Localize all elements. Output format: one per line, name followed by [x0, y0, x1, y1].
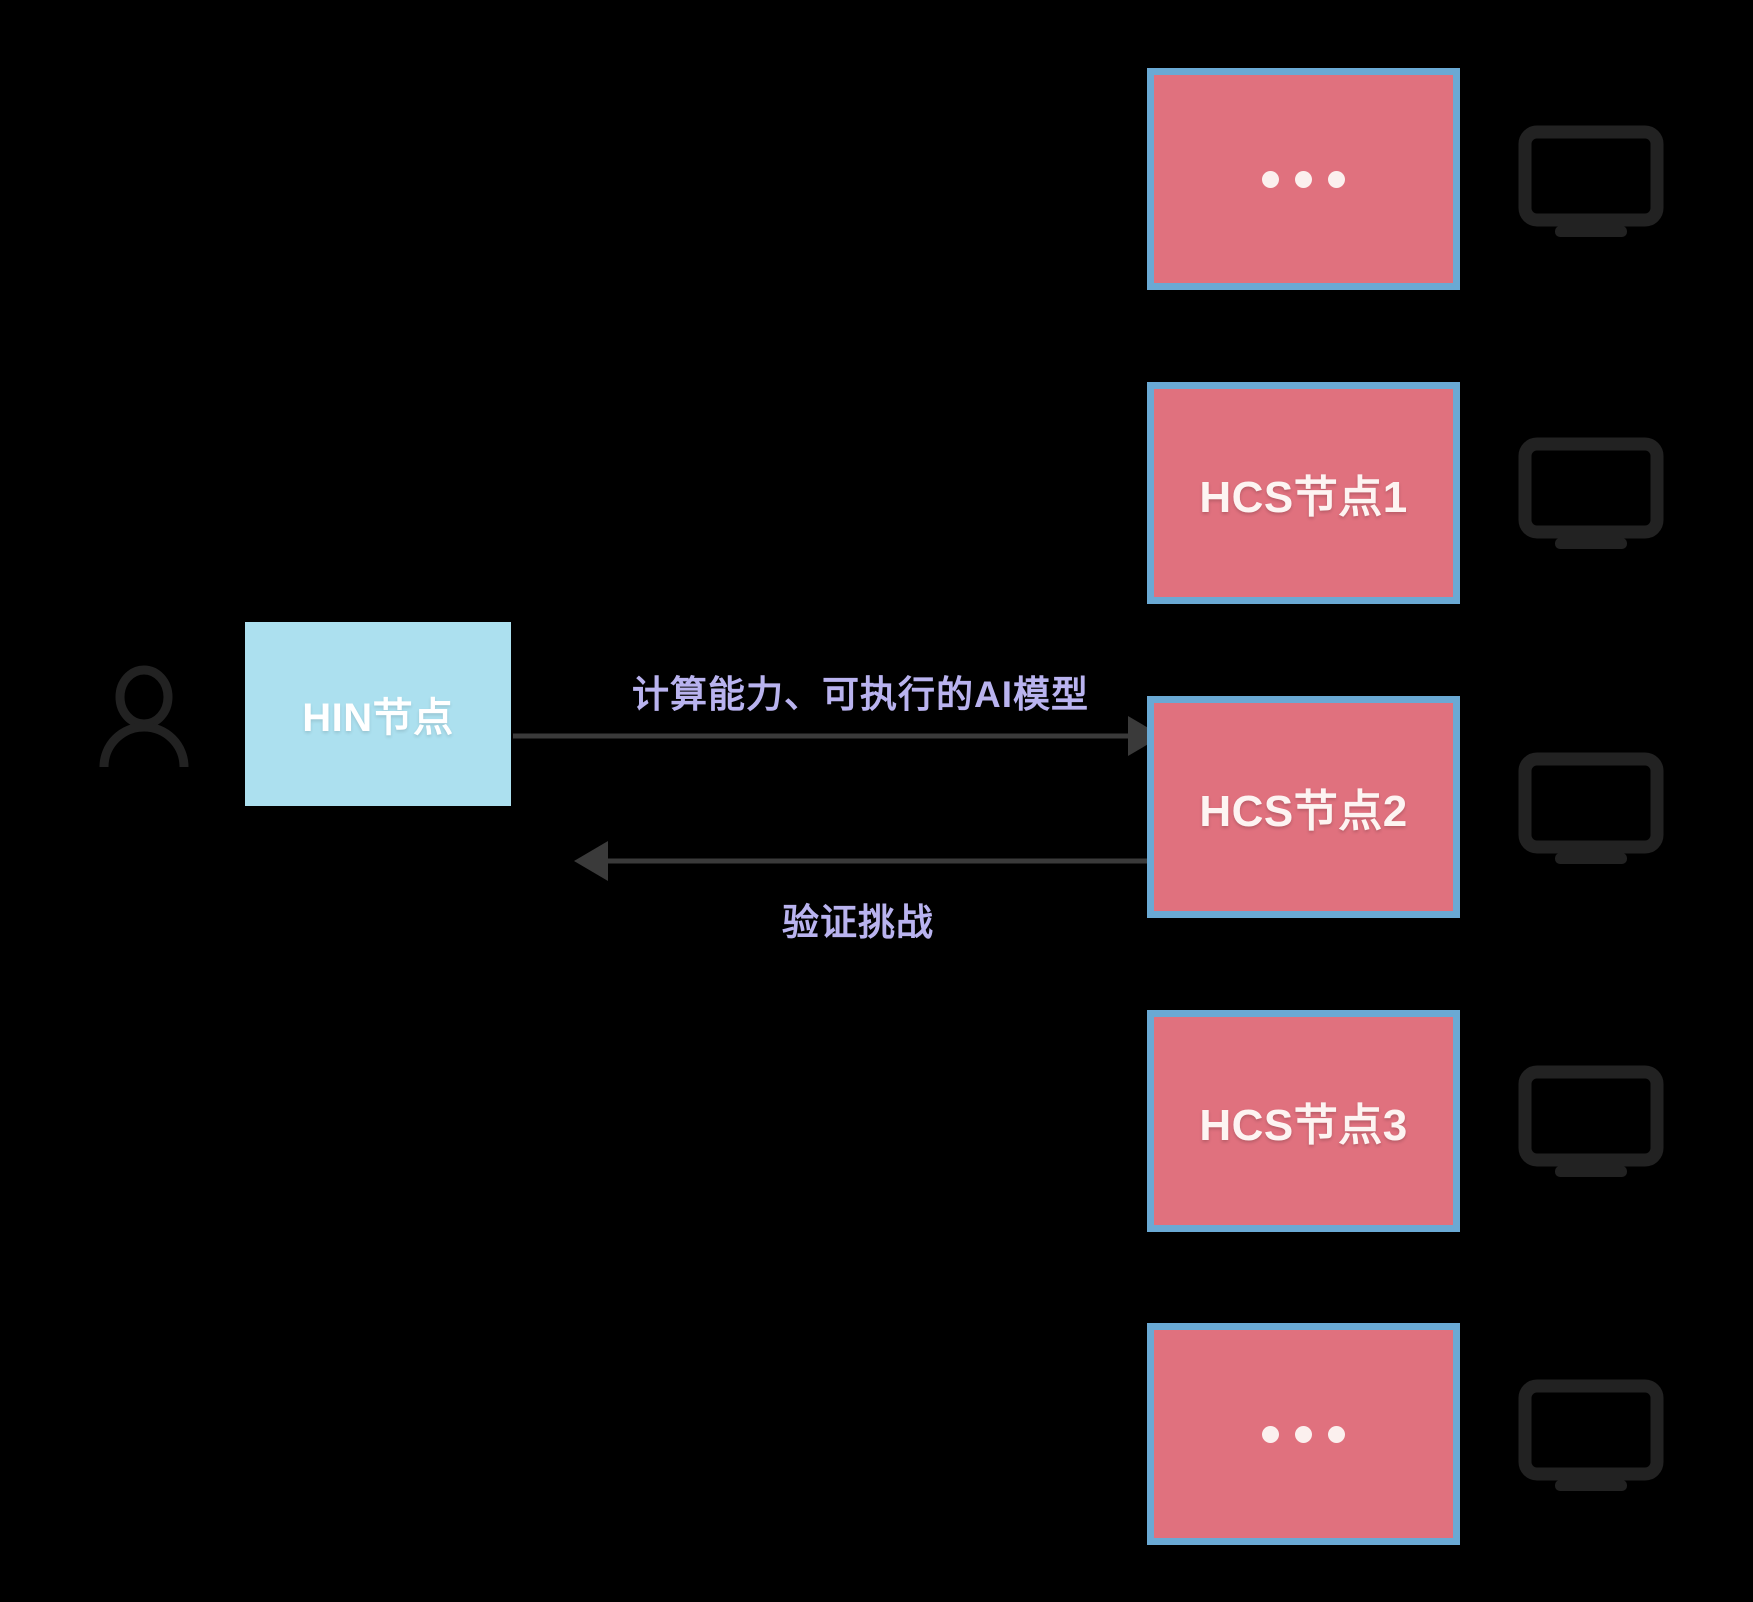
ellipsis-icon	[1262, 170, 1345, 188]
hcs-node-1-label: HCS节点1	[1199, 473, 1408, 522]
hcs-node-2-label: HCS节点2	[1199, 787, 1408, 836]
hin-node[interactable]: HIN节点	[245, 622, 511, 806]
hcs-node-2[interactable]: HCS节点2	[1147, 696, 1460, 918]
hcs-node-3[interactable]: HCS节点3	[1147, 1010, 1460, 1232]
edge-label-forward: 计算能力、可执行的AI模型	[632, 674, 1089, 715]
arrow-forward	[513, 716, 1162, 756]
ellipsis-icon	[1262, 1425, 1345, 1443]
hcs-node-0[interactable]	[1147, 68, 1460, 290]
hcs-node-3-label: HCS节点3	[1199, 1101, 1408, 1150]
hin-node-label: HIN节点	[302, 696, 454, 740]
hcs-node-4[interactable]	[1147, 1323, 1460, 1545]
monitor-icon-2	[1518, 752, 1664, 865]
monitor-icon-3	[1518, 1065, 1664, 1178]
hcs-node-1[interactable]: HCS节点1	[1147, 382, 1460, 604]
edge-label-reverse: 验证挑战	[782, 902, 934, 943]
monitor-icon-1	[1518, 437, 1664, 550]
monitor-icon-4	[1518, 1379, 1664, 1492]
person-icon	[96, 665, 192, 768]
arrow-reverse	[574, 841, 1157, 881]
monitor-icon-0	[1518, 125, 1664, 238]
